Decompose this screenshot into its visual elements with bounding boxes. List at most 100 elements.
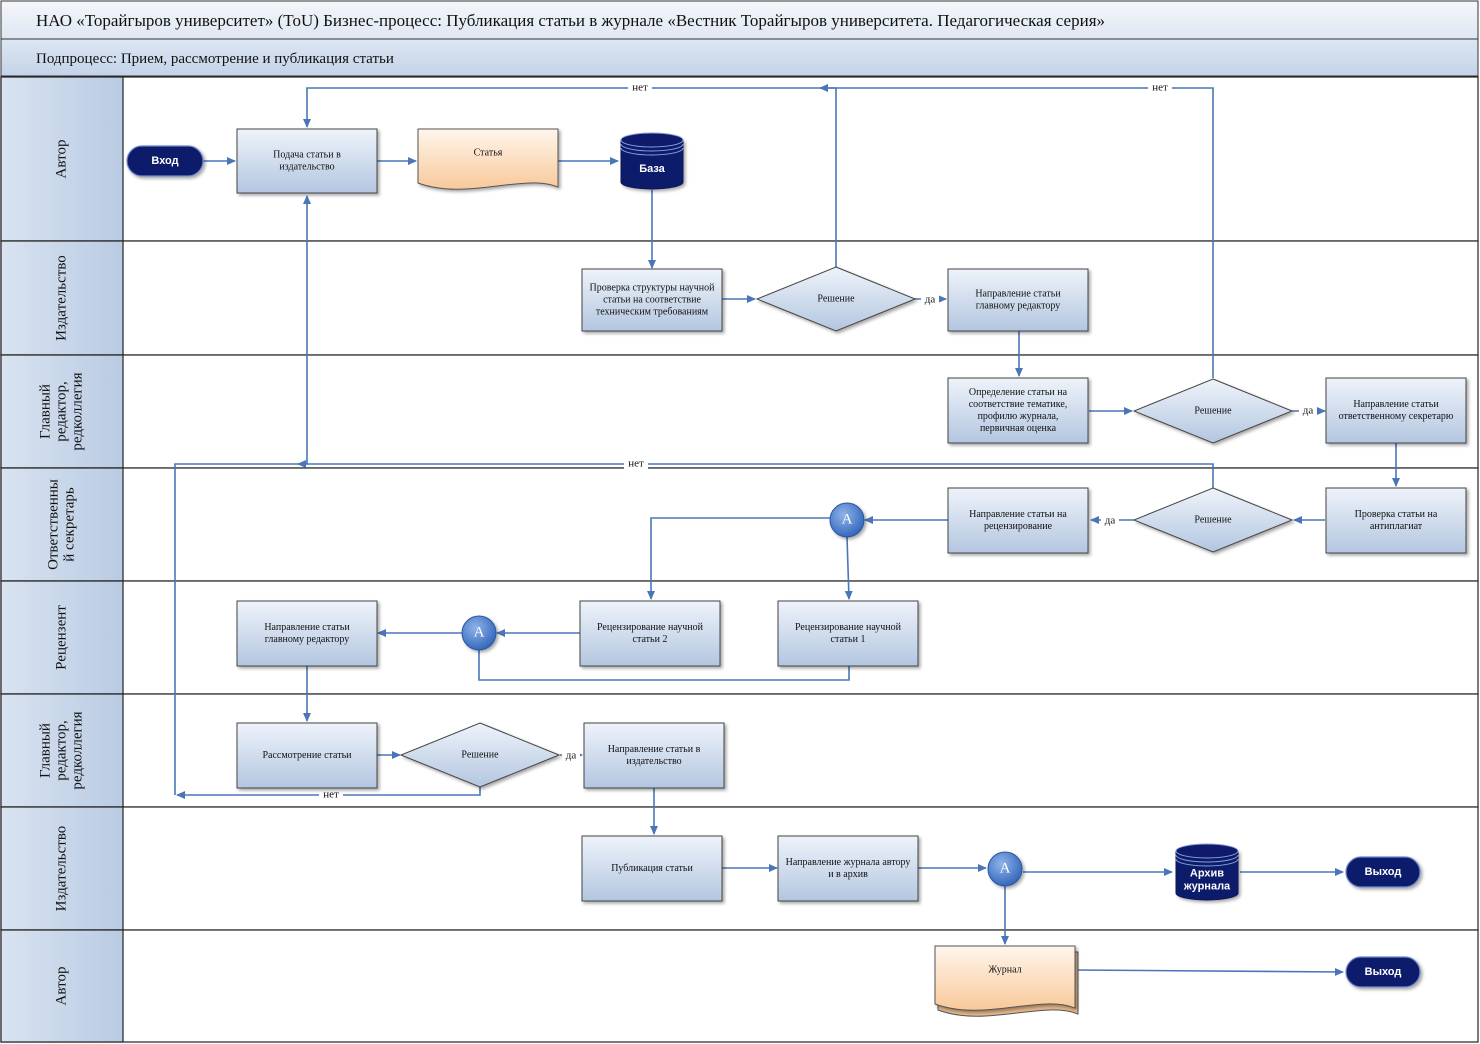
lane-2: Издательство [0,240,1479,356]
antiplagiat-check-box-text-0: Проверка статьи на [1355,509,1438,520]
edge-label-yes4: да [566,750,577,762]
send-to-chief-editor-box-text-1: главному редактору [976,300,1060,311]
send-journal-box-text-0: Направление журнала автору [786,857,911,868]
lane-label-line: Издательство [53,826,69,912]
edge-label-yes3: да [1105,515,1116,527]
start-terminal: Вход [126,145,204,177]
lane-header [0,76,124,242]
review-2-box-shape [579,600,721,667]
review-2-box-text-1: статьи 2 [633,634,668,645]
check-structure-box-shape [581,268,723,332]
edge-label-bg [624,458,648,470]
lane-label: Издательство [53,255,69,341]
lane-label: Издательство [53,826,69,912]
lane-body [0,929,1479,1043]
check-structure-box-text-2: техническим требованиям [596,306,709,317]
edge-label-no-top-right: нет [1152,82,1168,94]
exit-terminal-2-shape [1345,956,1421,988]
journal-archive-cylinder-ring [1175,858,1239,867]
lane-label: Автор [53,140,69,179]
send-to-secretary-box-text-0: Направление статьи [1353,399,1439,410]
journal-document: Журнал [934,945,1079,1017]
decision-2-diamond: Решение [1132,378,1294,444]
lane-body [0,693,1479,808]
start-terminal-text-0: Вход [151,155,178,167]
lane-header [0,580,124,695]
decision-1-diamond-text-0: Решение [817,293,855,304]
edge-label-bg [1299,405,1317,417]
send-to-chief-editor-2-box-text-0: Направление статьи [264,622,350,633]
lane-label-line: редколлегия [69,711,85,789]
send-journal-box-text-1: и в архив [828,869,868,880]
review-1-box-text-1: статьи 1 [831,634,866,645]
lane-label: Автор [53,967,69,1006]
submit-article-box-text-0: Подача статьи в [273,149,341,160]
database-cylinder-body [620,139,684,190]
publish-article-box: Публикация статьи [581,835,723,902]
edge-connector-review2 [647,517,830,600]
decision-4-diamond-text-0: Решение [461,749,499,760]
send-to-chief-editor-box-text-0: Направление статьи [975,288,1061,299]
review-1-box-text-0: Рецензирование научной [795,622,902,633]
database-cylinder-top [620,132,684,148]
send-to-publisher-box-text-0: Направление статьи в [608,744,701,755]
journal-archive-cylinder-body [1175,850,1239,901]
edge-journal-exit [1075,967,1344,976]
edge-decision4-no [176,787,481,799]
lane-body [0,580,1479,695]
decision-3-diamond: Решение [1132,487,1294,553]
lane-label-line: Издательство [53,255,69,341]
article-document-text-0: Статья [474,147,503,158]
edge-label-bg [1148,82,1172,94]
edge-connector-review1 [844,536,853,600]
lane-label-line: й секретарь [61,487,77,562]
edge-label-bg [628,82,652,94]
submit-article-box-shape [236,128,378,194]
consider-article-box-shape [236,722,378,789]
connector-a-1-shape [829,502,865,538]
send-to-review-box-text-1: рецензирование [984,521,1053,532]
journal-archive-cylinder-text-0: Архив [1190,867,1224,879]
edge-label-no-bottom: нет [323,789,339,801]
page-title: НАО «Торайгыров университет» (ToU) Бизне… [36,11,1105,30]
lane-header [0,354,124,469]
publish-article-box-shape [581,835,723,902]
define-topic-box-text-0: Определение статьи на [969,387,1068,398]
decision-4-diamond: Решение [399,722,561,788]
connector-a-1: A [829,502,865,538]
send-to-publisher-box-text-1: издательство [626,756,681,767]
decision-4-diamond-shape [399,722,561,788]
lane-body [0,76,1479,242]
send-to-publisher-box-shape [583,722,725,789]
lane-header [0,240,124,356]
decision-3-diamond-shape [1132,487,1294,553]
lane-label-line: Рецензент [53,605,69,670]
connector-a-3-shape [987,851,1023,887]
journal-archive-cylinder-top [1175,843,1239,859]
send-to-review-box-text-0: Направление статьи на [969,509,1067,520]
exit-terminal-1-text-0: Выход [1365,866,1402,878]
exit-terminal-2-text-0: Выход [1365,966,1402,978]
edges [174,84,1400,976]
decision-1-diamond-shape [755,266,917,332]
lane-label-line: Главный [37,384,53,439]
edge-decision3-no [174,463,1214,795]
lane-label-line: Главный [37,723,53,778]
edge-review1-connector [478,650,850,681]
connector-a-3-text-0: A [1000,860,1011,876]
edge-label-bg [921,294,939,306]
lane-label-line: редколлегия [69,372,85,450]
publish-article-box-text-0: Публикация статьи [611,863,693,874]
